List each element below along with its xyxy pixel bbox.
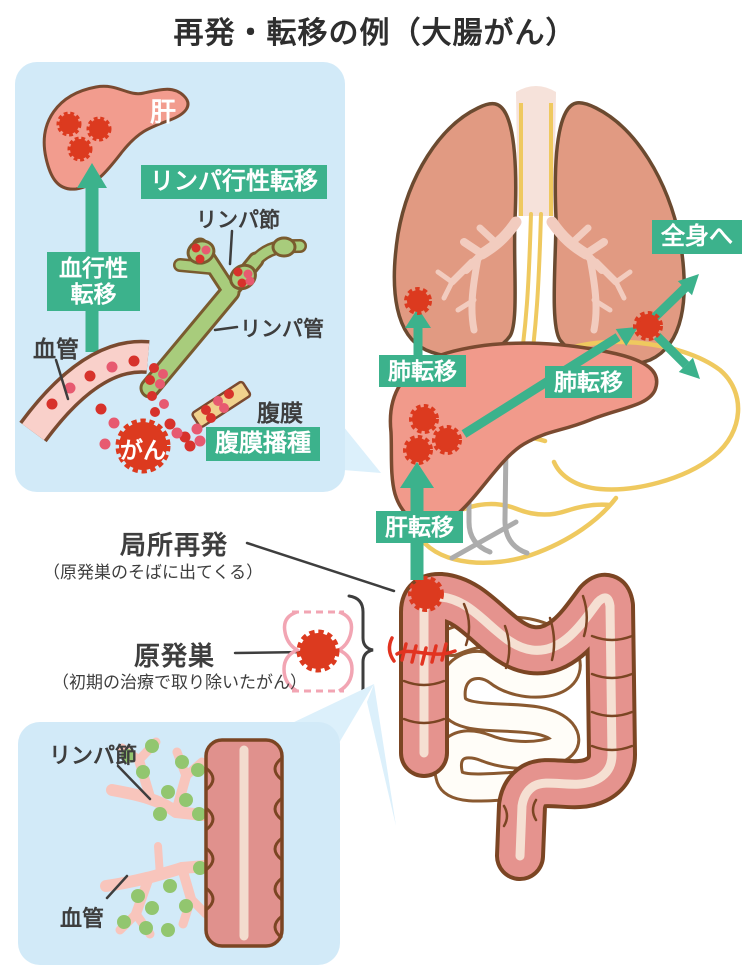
local-recurrence-label: 局所再発 — [120, 530, 229, 560]
metastasis-arrows — [400, 274, 700, 580]
liver-metastasis-badge: 肝転移 — [376, 511, 463, 544]
body-illustration — [387, 86, 741, 881]
inset-bottom-box — [18, 684, 396, 965]
inset-bottom-leader-lines — [105, 764, 152, 900]
suture-icon — [387, 636, 457, 666]
to-whole-body-arrow-up — [650, 283, 690, 322]
lung-metastasis-badge-right: 肺転移 — [545, 366, 632, 399]
liver-tumor-icons — [403, 404, 462, 465]
bronchi-illustration — [435, 216, 633, 334]
colon-tumor-icon — [408, 576, 444, 612]
lung-metastasis-diagonal-arrow — [461, 333, 621, 438]
local-recurrence-note: （原発巣のそばに出てくる） — [43, 563, 264, 582]
primary-lesion-illustration — [282, 610, 354, 693]
bile-duct-illustration — [449, 369, 530, 561]
peritoneum-label: 腹膜 — [257, 400, 303, 426]
to-whole-body-arrow-down — [653, 332, 690, 369]
inset-peritoneum-illustration — [95, 380, 252, 452]
lung-tumor-icons — [404, 287, 663, 341]
inset-bottom-lymph-node-dots — [117, 739, 207, 937]
trachea-illustration — [516, 86, 556, 216]
inset-bottom-blood-vessel-label: 血管 — [60, 906, 105, 931]
colon-haustra-marks — [402, 594, 634, 828]
hematogenous-badge-line2: 転移 — [70, 281, 117, 308]
inset-bottom-colon-illustration — [204, 738, 284, 948]
inset-lymph-node-label: リンパ節 — [196, 209, 280, 232]
local-recurrence-leader-line — [245, 541, 396, 593]
hematogenous-badge-line1: 血行性 — [59, 255, 128, 281]
primary-tumor-icon — [296, 629, 340, 673]
inset-liver-tumor-icons — [56, 111, 112, 162]
primary-lesion-note: （初期の治療で取り除いたがん） — [52, 673, 307, 692]
page-title: 再発・転移の例（大腸がん） — [173, 17, 577, 50]
colon-illustration — [399, 571, 637, 881]
inset-top-leader-lines — [54, 229, 239, 401]
inset-lymph-vessel-illustration — [139, 236, 307, 417]
to-whole-body-badge: 全身へ — [652, 220, 742, 254]
cancer-cell-label: がん — [120, 437, 166, 463]
inset-blood-vessel-label: 血管 — [33, 336, 79, 362]
inset-liver-label: 肝 — [150, 97, 177, 127]
cancer-cell-icon — [115, 418, 171, 474]
primary-lesion-label: 原発巣 — [134, 641, 216, 671]
inset-blood-vessel-illustration — [19, 339, 150, 443]
peritoneal-dissemination-badge: 腹膜播種 — [206, 427, 320, 461]
inset-lymph-vessel-label: リンパ管 — [240, 318, 324, 341]
hematogenous-metastasis-badge: 血行性 転移 — [47, 252, 140, 311]
lymphatic-metastasis-badge: リンパ行性転移 — [141, 165, 327, 199]
lung-metastasis-badge-left: 肺転移 — [379, 355, 466, 388]
inset-liver-illustration — [42, 84, 190, 191]
inset-bottom-lymph-node-label: リンパ節 — [49, 743, 138, 768]
annotation-graphics — [233, 541, 396, 706]
